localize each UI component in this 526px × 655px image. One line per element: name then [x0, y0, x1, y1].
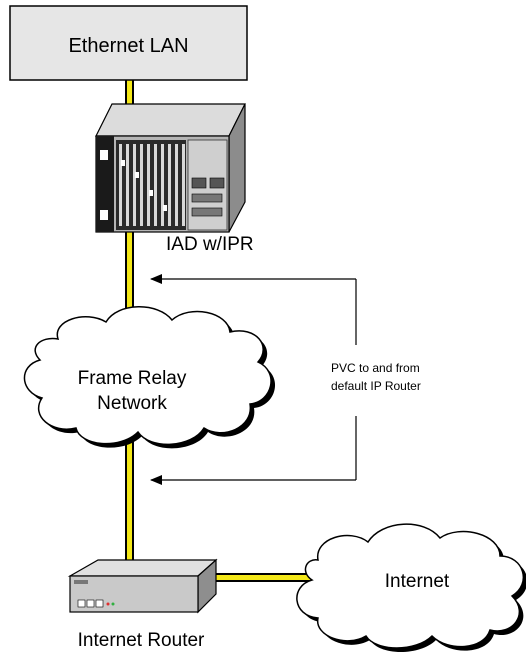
- frame-relay-cloud: Frame Relay Network: [23, 306, 276, 449]
- ethernet-lan-label: Ethernet LAN: [68, 35, 188, 57]
- frame-relay-label-line2: Network: [97, 393, 167, 414]
- frame-relay-label-line1: Frame Relay: [78, 368, 187, 389]
- router-device-icon: [67, 558, 218, 614]
- internet-link: [210, 573, 312, 582]
- pvc-label-line2: default IP Router: [331, 379, 421, 393]
- pvc-label-line1: PVC to and from: [331, 361, 420, 375]
- internet-label: Internet: [385, 571, 450, 592]
- iad-label: IAD w/IPR: [166, 234, 254, 255]
- router-label: Internet Router: [78, 630, 205, 651]
- ethernet-lan-box: Ethernet LAN: [9, 5, 248, 81]
- iad-device-icon: [95, 103, 246, 233]
- pvc-bracket: [150, 274, 357, 485]
- internet-cloud: Internet: [296, 523, 526, 652]
